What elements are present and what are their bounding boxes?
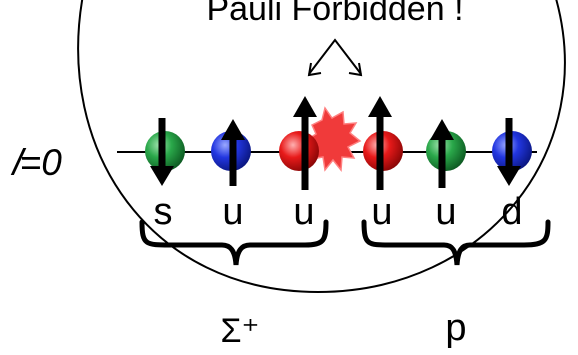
nucleus-boundary	[77, 0, 566, 294]
right-group-brace	[361, 219, 551, 266]
flavor-label: u	[293, 191, 314, 233]
proton-label: p	[445, 307, 466, 349]
flavor-label: u	[371, 191, 392, 233]
quark-u-green-proton	[426, 131, 466, 171]
pauli-forbidden-title: Pauli Forbidden !	[206, 0, 463, 28]
sigma-plus-label: Σ⁺	[221, 312, 260, 350]
flavor-label: u	[222, 191, 243, 233]
left-group-brace	[139, 219, 329, 266]
forbidden-arrows	[307, 38, 363, 77]
flavor-label: u	[435, 191, 456, 233]
spin-down-arrow-icon	[150, 118, 174, 186]
spin-up-arrow-icon	[430, 119, 454, 188]
spin-up-arrow-icon	[221, 119, 245, 186]
quark-u-red	[279, 131, 319, 171]
orbital-level-label: 𝑙=0	[10, 142, 62, 183]
flavor-label: s	[154, 191, 173, 233]
spin-down-arrow-icon	[497, 118, 521, 186]
spin-up-arrow-icon	[293, 96, 317, 190]
spin-up-arrow-icon	[368, 96, 392, 190]
flavor-label: d	[501, 191, 522, 233]
